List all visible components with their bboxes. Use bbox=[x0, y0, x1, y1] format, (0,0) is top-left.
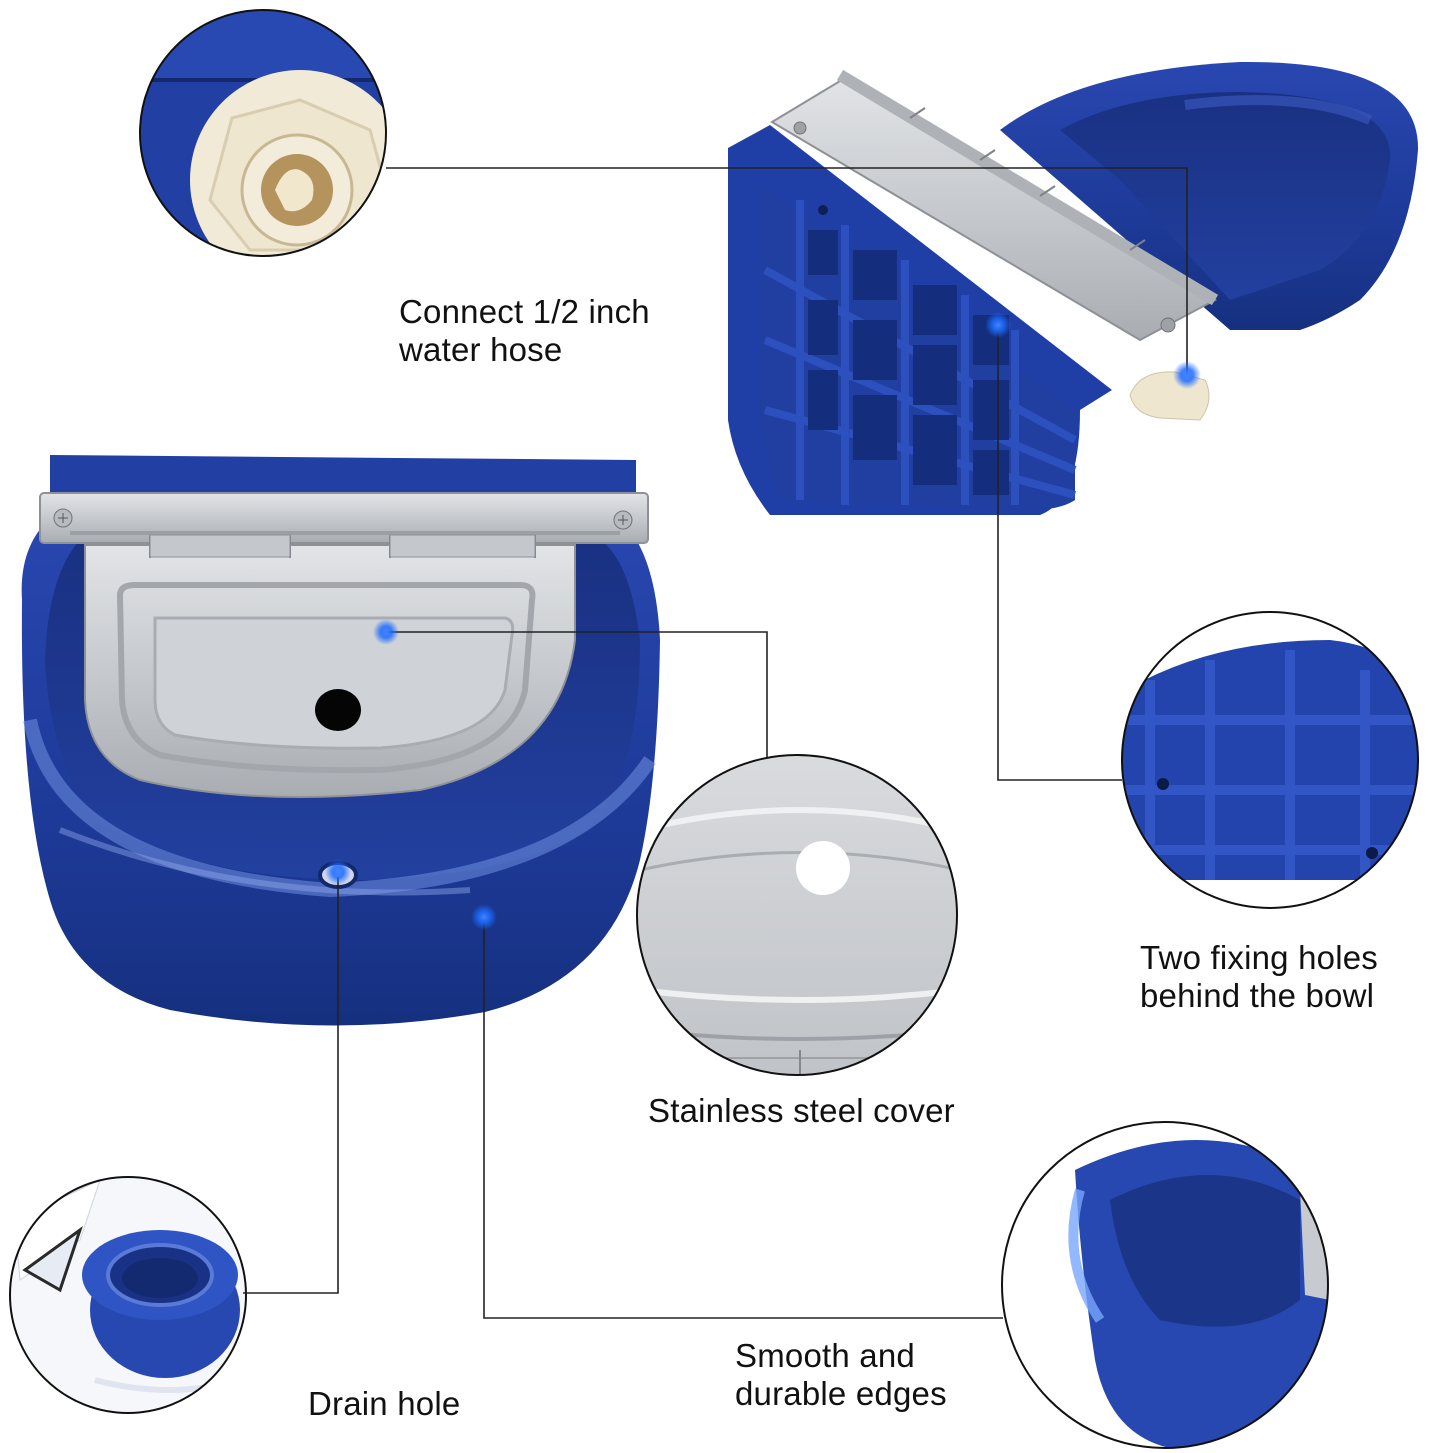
callout-hose-line2: water hose bbox=[399, 331, 563, 368]
connector-hose bbox=[386, 167, 1188, 375]
connector-edges bbox=[483, 917, 1003, 1319]
bowl-back-view bbox=[728, 61, 1419, 515]
callout-drain-line1: Drain hole bbox=[308, 1385, 461, 1422]
connector-drain bbox=[243, 877, 339, 1294]
callout-fixing-line1: Two fixing holes bbox=[1140, 939, 1378, 976]
marker-drain-dot bbox=[325, 859, 351, 885]
callout-edges-line1: Smooth and bbox=[735, 1337, 915, 1374]
connector-cover bbox=[386, 631, 768, 757]
callout-stainless-cover: Stainless steel cover bbox=[648, 1092, 955, 1130]
callout-edges-line2: durable edges bbox=[735, 1375, 947, 1412]
callout-hose: Connect 1/2 inch water hose bbox=[399, 293, 650, 369]
callout-smooth-edges: Smooth and durable edges bbox=[735, 1337, 947, 1413]
inset-drain-hole bbox=[9, 1176, 247, 1414]
connector-fixing bbox=[997, 322, 1122, 781]
inset-fixing-holes bbox=[1121, 611, 1419, 909]
marker-cover-dot bbox=[373, 619, 399, 645]
inset-stainless-cover bbox=[636, 754, 958, 1076]
marker-fixing-dot bbox=[985, 312, 1011, 338]
callout-hose-line1: Connect 1/2 inch bbox=[399, 293, 650, 330]
callout-fixing-line2: behind the bowl bbox=[1140, 977, 1375, 1014]
callout-cover-line1: Stainless steel cover bbox=[648, 1092, 955, 1129]
bowl-front-view bbox=[21, 455, 661, 1026]
marker-hose-dot bbox=[1173, 361, 1201, 389]
inset-smooth-edges bbox=[1001, 1121, 1329, 1449]
callout-drain-hole: Drain hole bbox=[308, 1385, 460, 1423]
callout-fixing-holes: Two fixing holes behind the bowl bbox=[1140, 939, 1378, 1015]
marker-edges-dot bbox=[471, 904, 497, 930]
callout-markers bbox=[325, 312, 1201, 930]
connector-lines bbox=[243, 167, 1188, 1319]
inset-hose-fitting bbox=[139, 9, 387, 257]
